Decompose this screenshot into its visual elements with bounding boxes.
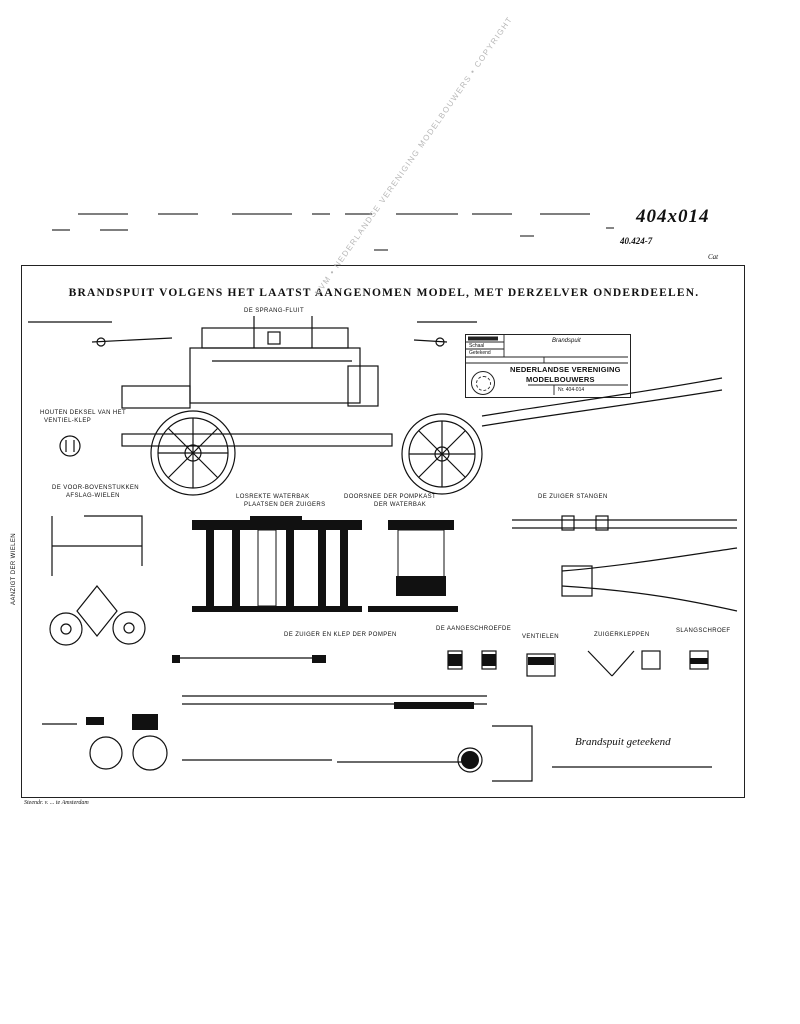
corner-mark: Cat	[708, 253, 719, 261]
label-parts-3: ZUIGERKLEPPEN	[594, 632, 650, 638]
title-block: Schaal Getekend Brandspuit NEDERLANDSE V…	[465, 334, 631, 398]
label-vertical-left: AANZIGT DER WIELEN	[11, 532, 18, 606]
label-left-mid: DE VOOR-BOVENSTUKKEN	[52, 485, 140, 491]
label-center-1: LOSREKTE WATERBAK	[236, 494, 310, 500]
society-seal-icon	[471, 371, 495, 395]
label-right-mid: DE ZUIGER STANGEN	[538, 494, 608, 500]
label-center-2b: DER WATERBAK	[374, 502, 427, 508]
engineering-drawing	[28, 316, 738, 782]
label-left-small-2: VENTIEL-KLEP	[44, 418, 92, 424]
org-name-line-1: NEDERLANDSE VERENIGING	[510, 365, 621, 374]
title-field-brandspuit: Brandspuit	[552, 338, 581, 344]
catalog-number: 404x014	[636, 206, 710, 227]
org-name-line-2: MODELBOUWERS	[526, 375, 595, 384]
title-field-getekend: Getekend	[469, 350, 491, 356]
label-parts-2: VENTIELEN	[522, 634, 559, 640]
sub-number: 40.424-7	[620, 236, 653, 246]
title-field-number: Nr. 404-014	[558, 387, 585, 393]
label-center-1b: PLAATSEN DER ZUIGERS	[244, 502, 326, 508]
label-left-mid-2: AFSLAG-WIELEN	[66, 493, 120, 499]
label-center-2: DOORSNEE DER POMPKAST	[344, 494, 437, 500]
title-field-schaal: Schaal	[469, 343, 485, 349]
label-pump-detail: DE ZUIGER EN KLEP DER POMPEN	[284, 632, 397, 638]
label-parts-4: SLANGSCHROEF	[676, 628, 731, 634]
header-rules	[52, 213, 614, 251]
label-left-small-1: HOUTEN DEKSEL VAN HET	[40, 410, 127, 416]
drawing-sheet: BRANDSPUIT VOLGENS HET LAATST AANGENOMEN…	[11, 265, 745, 798]
label-parts-1: DE AANGESCHROEFDE	[436, 626, 512, 632]
drawing-title: BRANDSPUIT VOLGENS HET LAATST AANGENOMEN…	[68, 287, 700, 299]
signature: Brandspuit geteekend	[575, 736, 671, 748]
printer-footnote: Steendr. v. ... te Amsterdam	[24, 800, 89, 806]
label-top-view: DE SPRANG-FLUIT	[244, 308, 305, 314]
